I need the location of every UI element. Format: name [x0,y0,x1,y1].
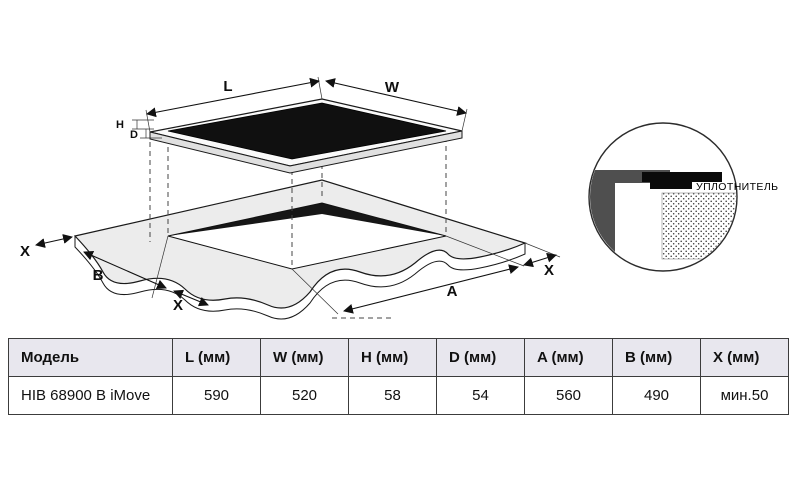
header-model: Модель [8,338,173,377]
header-W: W (мм) [260,338,349,377]
cutout-opening [168,214,446,269]
table-header-row: Модель L (мм) W (мм) H (мм) D (мм) A (мм… [8,338,789,377]
header-A: A (мм) [524,338,613,377]
top-dimensions: L W [145,76,468,133]
height-dimension-marks: H D [116,119,162,141]
header-D: D (мм) [436,338,525,377]
cell-H: 58 [348,376,437,415]
dim-label-W: W [385,79,400,96]
dim-label-A: A [447,283,458,300]
dim-label-B: B [93,267,104,284]
dimensions-table: Модель L (мм) W (мм) H (мм) D (мм) A (мм… [8,338,789,415]
header-X: X (мм) [700,338,789,377]
hob-box-wall-section [590,170,615,254]
table-row: HIB 68900 B iMove 590 520 58 54 560 490 … [8,376,789,415]
glass-edge-section [642,172,722,182]
dim-label-H: H [116,119,124,131]
dim-label-X-right: X [544,262,554,279]
dim-label-X-left: X [20,243,30,260]
cutout-dimensions: X B X A X [20,234,561,315]
cooktop-panel [149,98,463,174]
cell-L: 590 [172,376,261,415]
countertop [73,179,527,320]
seal-strip [650,182,692,189]
panel-thickness [149,130,463,174]
installation-diagram: H D L W X B X A X [20,76,778,320]
cell-A: 560 [524,376,613,415]
header-B: B (мм) [612,338,701,377]
header-H: H (мм) [348,338,437,377]
cell-X: мин.50 [700,376,789,415]
cell-B: 490 [612,376,701,415]
seal-detail-view: УПЛОТНИТЕЛЬ [588,122,778,272]
worktop-section-hatch [661,192,736,260]
header-L: L (мм) [172,338,261,377]
cell-D: 54 [436,376,525,415]
dim-label-D: D [130,129,138,141]
dim-label-X-bottom: X [173,297,183,314]
seal-label: УПЛОТНИТЕЛЬ [696,181,778,193]
cell-model: HIB 68900 B iMove [8,376,173,415]
dim-label-L: L [223,78,232,95]
cell-W: 520 [260,376,349,415]
